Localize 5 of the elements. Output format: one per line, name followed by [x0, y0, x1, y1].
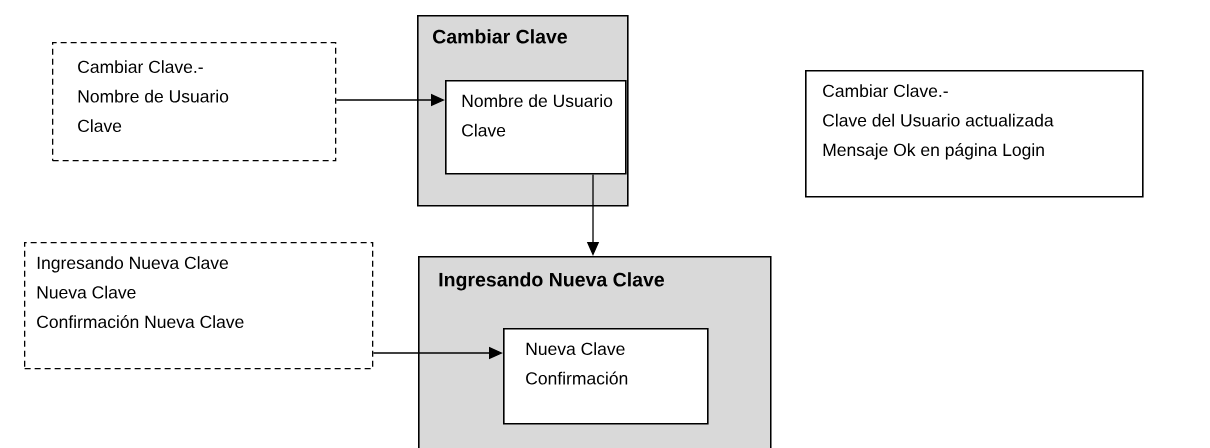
dashed-box: Cambiar Clave.- Nombre de Usuario Clave	[52, 42, 337, 162]
text-box: Cambiar Clave.- Clave del Usuario actualizada Mensaje Ok en página Login	[805, 70, 1144, 198]
text-box: Nueva Clave Confirmación	[503, 328, 709, 425]
text-box: Nombre de Usuario Clave	[445, 80, 627, 175]
dashed-box: Ingresando Nueva Clave Nueva Clave Confirmación Nueva Clave	[24, 242, 374, 370]
